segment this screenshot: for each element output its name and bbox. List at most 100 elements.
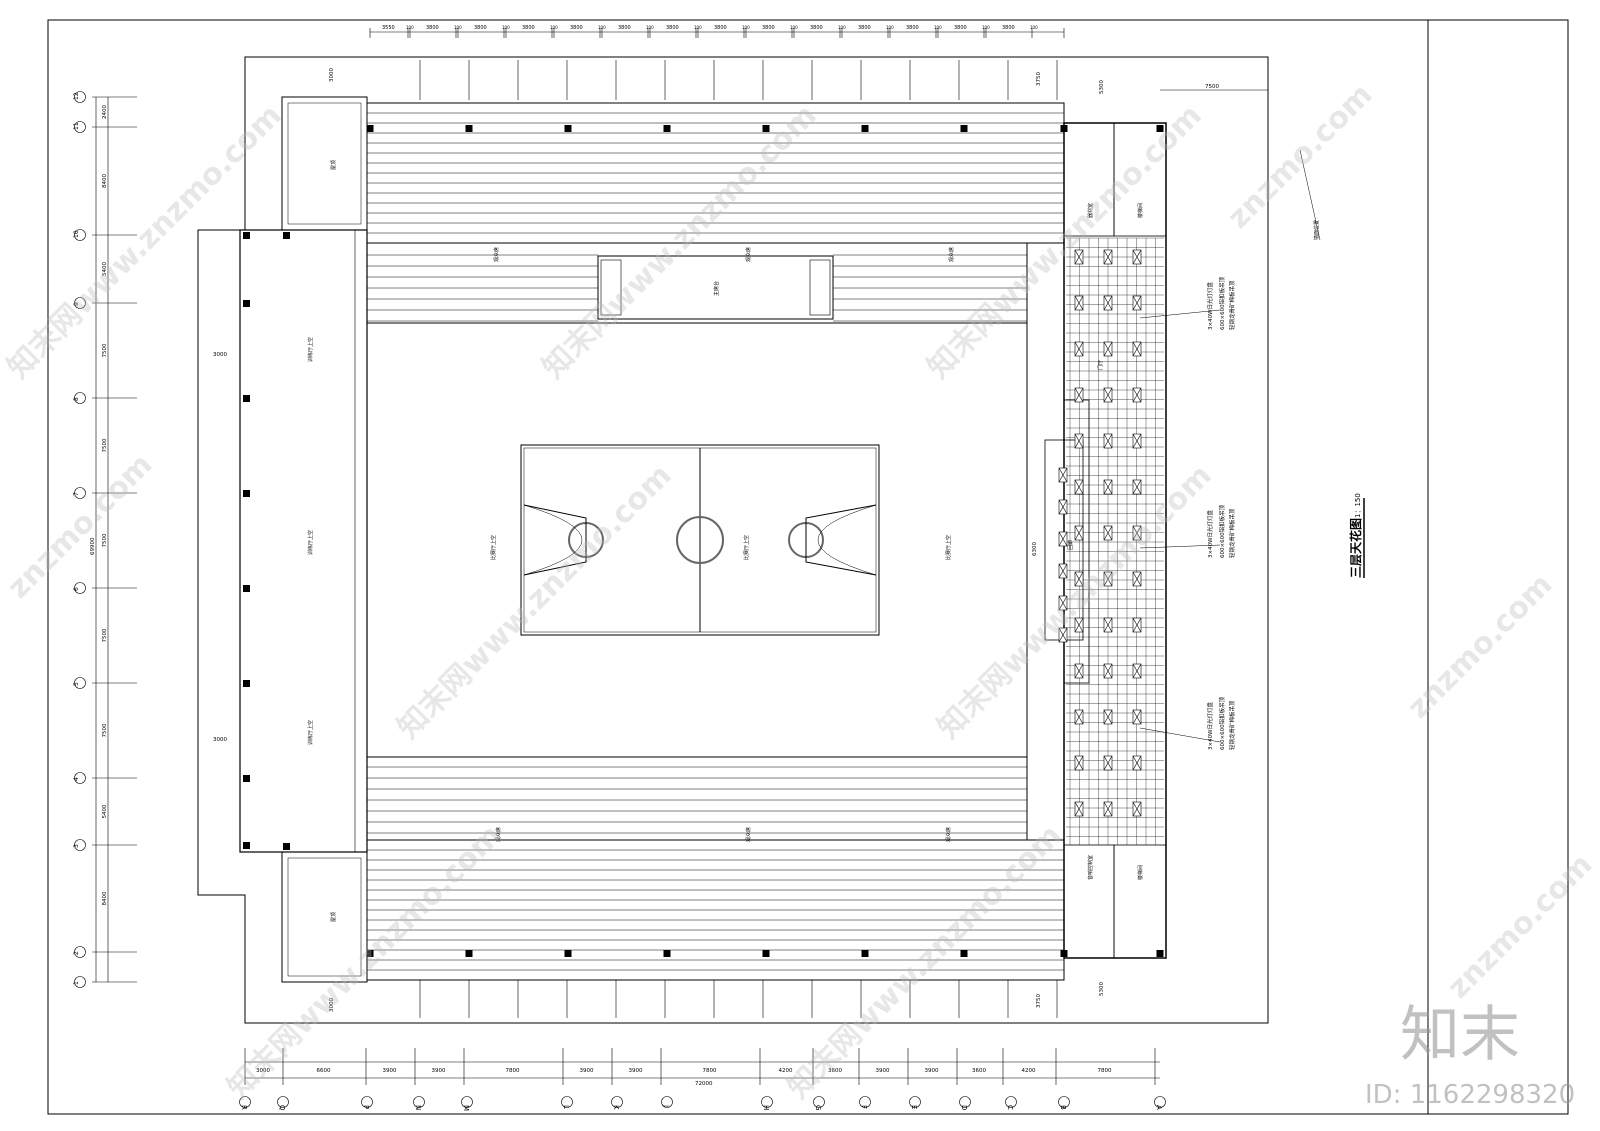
axis-label-7: 7 xyxy=(73,492,80,496)
axis-bubble xyxy=(561,1096,573,1108)
title-text: 三层天花图 xyxy=(1348,518,1363,578)
axis-bubble xyxy=(74,297,86,309)
note-2-line2: 600×600铝扣板吊顶 xyxy=(1218,504,1226,558)
top-dim-label: 3800 xyxy=(954,25,967,31)
watermark-8: znzmo.com xyxy=(1,447,160,606)
axis-bubble xyxy=(277,1096,289,1108)
watermark-2: 知末网www.znzmo.com xyxy=(536,98,824,386)
axis-label-1: 1 xyxy=(73,981,80,985)
note-1-line2: 600×600铝扣板吊顶 xyxy=(1218,276,1226,330)
bottom-dim-label: 3900 xyxy=(580,1068,594,1074)
label-seat-6: 观众席 xyxy=(945,827,952,842)
roof-north xyxy=(281,96,368,231)
label-equipment: 器材室 xyxy=(1087,203,1094,218)
axis-bubble xyxy=(74,946,86,958)
left-dim-label: 2400 xyxy=(102,105,108,119)
dim-right-bottom: 5300 xyxy=(1099,982,1105,996)
watermark-6: 知末网www.znzmo.com xyxy=(221,818,509,1106)
axis-bubble xyxy=(413,1096,425,1108)
label-roof-bottom: 屋顶 xyxy=(331,912,337,922)
top-dim-label: 100 xyxy=(838,25,846,30)
scale-text: 1：150 xyxy=(1354,493,1362,518)
note-3-line1: 3×40W日光灯灯盘 xyxy=(1206,701,1214,750)
misc-dimensions: 3000 3750 5300 5300 3000 3750 3000 3000 … xyxy=(213,68,1219,1012)
top-dim-label: 100 xyxy=(742,25,750,30)
sheet-border xyxy=(47,19,1569,1115)
top-dim-label: 3800 xyxy=(666,25,679,31)
room-labels: 屋顶 屋顶 训练厅上空 训练厅上空 训练厅上空 比赛厅上空 比赛厅上空 比赛厅上… xyxy=(307,160,1320,922)
left-dim-label: 7500 xyxy=(102,723,108,737)
left-dim-label: 7500 xyxy=(102,533,108,547)
label-seat-2: 观众席 xyxy=(745,247,752,262)
axis-bubble xyxy=(611,1096,623,1108)
top-dim-label: 3800 xyxy=(570,25,583,31)
label-seat-1: 观众席 xyxy=(493,247,500,262)
axis-label-C: C xyxy=(1006,1105,1014,1110)
axis-label-G: G xyxy=(814,1105,822,1110)
bottom-dim-label: 7800 xyxy=(703,1068,717,1074)
axis-label-M: M xyxy=(462,1105,470,1111)
left-dim-label: 7500 xyxy=(102,438,108,452)
axis-bubble xyxy=(361,1096,373,1108)
label-podium: 主席台 xyxy=(713,281,720,296)
stair-bottom xyxy=(1113,844,1167,959)
axis-label-H: H xyxy=(762,1105,770,1110)
axis-bubble xyxy=(661,1096,673,1108)
top-dim-label: 3800 xyxy=(1002,25,1015,31)
podium xyxy=(597,255,834,320)
bottom-dim-label: 4200 xyxy=(779,1068,793,1074)
top-dim-label: 100 xyxy=(598,25,606,30)
watermark-brand: 知末 xyxy=(1400,1000,1520,1070)
watermark-9: znzmo.com xyxy=(1401,567,1560,726)
axis-label-R: R xyxy=(240,1105,248,1110)
label-training-2: 训练厅上空 xyxy=(307,530,314,555)
bottom-dim-label: 4200 xyxy=(1022,1068,1036,1074)
dim-right-top: 5300 xyxy=(1099,80,1105,94)
axis-label-12: 12 xyxy=(73,92,80,100)
top-dim-label: 3800 xyxy=(618,25,631,31)
note-3-line2: 600×600铝扣板吊顶 xyxy=(1218,696,1226,750)
bottom-dim-label: 3600 xyxy=(972,1068,986,1074)
label-corridor: 回廊 xyxy=(1067,540,1074,550)
watermark-1: 知末网www.znzmo.com xyxy=(1,98,289,386)
top-dim-label: 3800 xyxy=(810,25,823,31)
axis-bubble xyxy=(74,839,86,851)
dim-top-offset: 3000 xyxy=(329,68,335,82)
label-seat-5: 观众席 xyxy=(745,827,752,842)
note-1-line3: 轻钢龙骨矿棉板吊顶 xyxy=(1228,280,1236,330)
top-dim-label: 3800 xyxy=(714,25,727,31)
left-dim-label: 8400 xyxy=(102,174,108,188)
top-dim-label: 100 xyxy=(502,25,510,30)
note-2-line3: 轻钢龙骨矿棉板吊顶 xyxy=(1228,508,1236,558)
training-hall xyxy=(239,229,368,853)
axis-bubble xyxy=(909,1096,921,1108)
label-seat-4: 观众席 xyxy=(495,827,502,842)
top-dim-label: 100 xyxy=(1030,25,1038,30)
axis-label-10: 10 xyxy=(73,230,80,238)
bottom-dim-label: 3600 xyxy=(828,1068,842,1074)
axis-bubble xyxy=(74,976,86,988)
top-dim-label: 100 xyxy=(982,25,990,30)
top-dim-label: 3800 xyxy=(426,25,439,31)
axis-bubble xyxy=(74,91,86,103)
lobby-ceiling-grid xyxy=(1066,237,1164,845)
top-dim-label: 100 xyxy=(934,25,942,30)
axis-label-4: 4 xyxy=(73,777,80,781)
dim-top-right: 3750 xyxy=(1036,72,1042,86)
axis-label-P: P xyxy=(362,1105,370,1109)
label-sound: 音响控制室 xyxy=(1087,855,1094,880)
label-stair-top: 楼梯间 xyxy=(1137,203,1144,218)
label-training-3: 训练厅上空 xyxy=(307,720,314,745)
watermarks: 知末网www.znzmo.com 知末网www.znzmo.com 知末网www… xyxy=(1,77,1600,1110)
axis-bubble xyxy=(761,1096,773,1108)
axis-bubble xyxy=(461,1096,473,1108)
note-1-line1: 3×40W日光灯灯盘 xyxy=(1206,281,1214,330)
axis-label-F: F xyxy=(860,1105,868,1109)
axis-label-Q: Q xyxy=(278,1105,286,1111)
axis-label-8: 8 xyxy=(73,397,80,401)
top-dim-label: 3800 xyxy=(762,25,775,31)
axis-label-N: N xyxy=(414,1105,422,1110)
axis-label-D: D xyxy=(960,1105,968,1110)
